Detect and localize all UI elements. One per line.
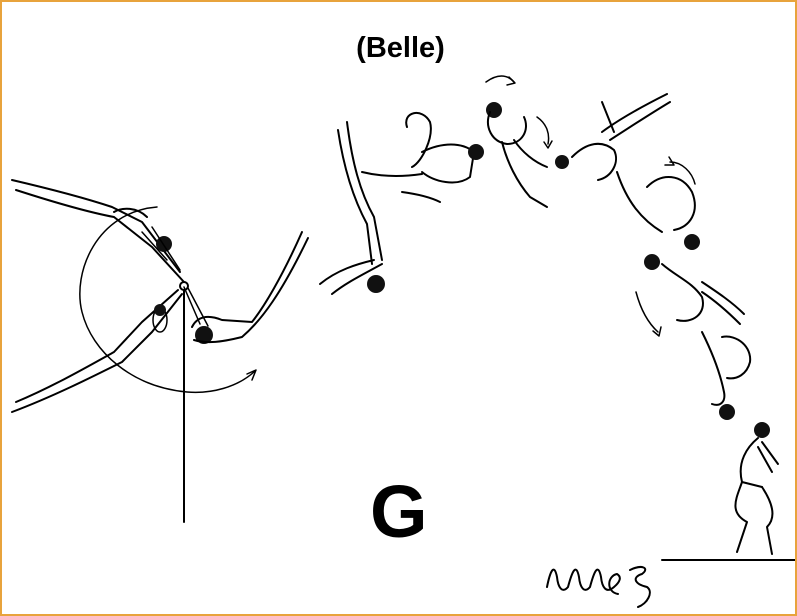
gymnast-swing-right: [183, 231, 309, 344]
gymnast-tuck-2: [485, 75, 553, 208]
gymnast-tuck-1: [361, 112, 484, 203]
high-bar: [179, 281, 189, 523]
gymnast-release: [319, 121, 385, 295]
difficulty-grade: G: [370, 470, 428, 553]
signature-mark: [546, 566, 651, 608]
gymnast-swing-upper: [11, 179, 185, 283]
gymnast-landing: [734, 422, 779, 555]
gymnast-rotate-3: [701, 331, 752, 420]
gymnast-tuck-3: [555, 93, 671, 181]
gymnast-swing-lower: [11, 289, 183, 413]
gymnast-rotate-1: [616, 156, 700, 250]
rotation-circle: [79, 206, 257, 394]
gymnast-rotate-2: [635, 254, 745, 337]
skill-title: (Belle): [356, 32, 445, 64]
